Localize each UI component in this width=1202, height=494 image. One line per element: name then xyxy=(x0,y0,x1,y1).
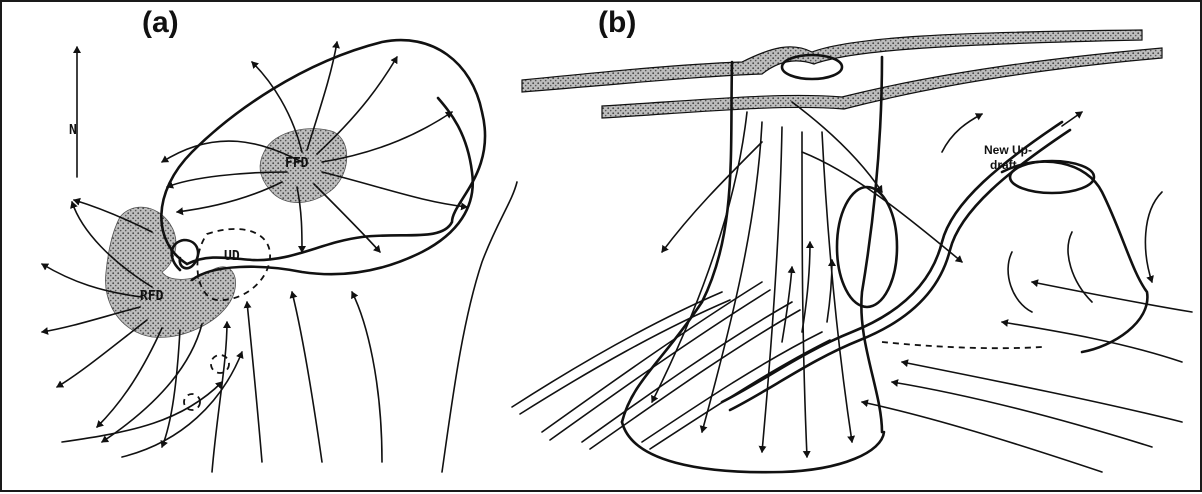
new-updraft-label: New Up- draft xyxy=(984,143,1035,172)
panel-b-label: (b) xyxy=(598,6,636,40)
inflow-bands xyxy=(512,282,830,449)
low-level-streamlines xyxy=(862,192,1192,472)
ffd-label: FFD xyxy=(285,156,309,171)
panel-a-diagram: N FFD RFD UD xyxy=(42,40,517,472)
north-label: N xyxy=(69,123,77,138)
panel-a-label: (a) xyxy=(142,6,179,40)
outflow-boundary xyxy=(882,342,1042,348)
vortex-marker-1 xyxy=(211,355,229,373)
rfd-label: RFD xyxy=(140,289,164,304)
rfd-region xyxy=(105,207,235,337)
panel-b-diagram: New Up- draft xyxy=(512,30,1192,472)
rising-arrows xyxy=(782,242,832,342)
storm-column-right xyxy=(861,57,882,432)
new-updraft-top xyxy=(1010,161,1094,193)
main-updraft xyxy=(837,187,897,307)
ud-label: UD xyxy=(224,249,240,264)
column-streamlines xyxy=(652,102,962,457)
new-updraft-arrow-icon xyxy=(942,114,982,152)
